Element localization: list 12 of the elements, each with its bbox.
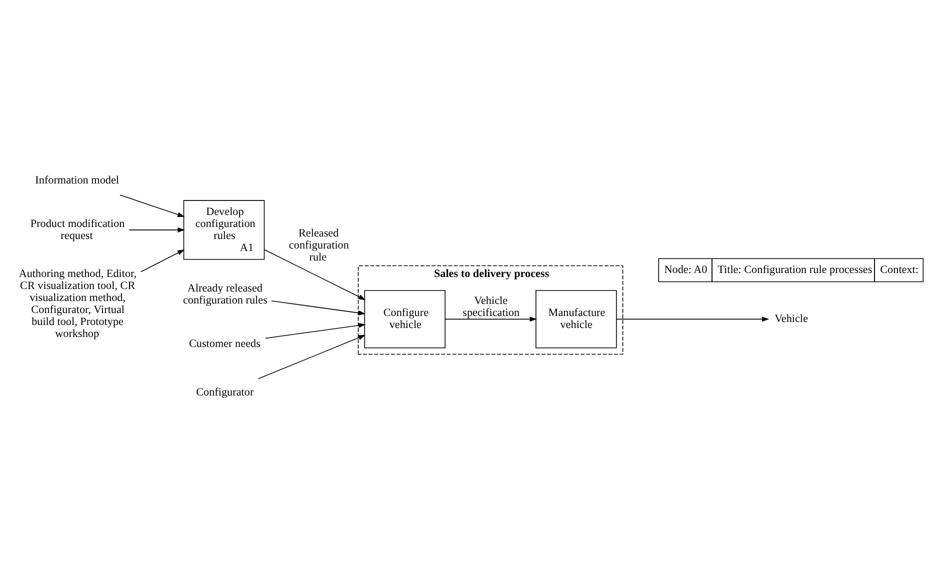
edge-label: Released configuration rule [288, 227, 349, 264]
node-text: Already released configuration rules [182, 282, 268, 306]
edge-label: Vehicle specification [462, 295, 520, 320]
node-text: Customer needs [188, 338, 260, 350]
label: Context: [880, 264, 919, 276]
node-text: Product modification request [30, 218, 125, 242]
node-text: Vehicle [774, 313, 808, 326]
node-text: Configurator [196, 386, 254, 398]
node-text: Authoring method, Editor, CR visualization tool, CR visualization method, Configurator, Virtual build tool, Prototype workshop [18, 268, 137, 340]
label: Node: A0 [664, 264, 708, 276]
node-text: Information model [35, 174, 120, 186]
label: Title: Configuration rule processes [718, 264, 872, 276]
